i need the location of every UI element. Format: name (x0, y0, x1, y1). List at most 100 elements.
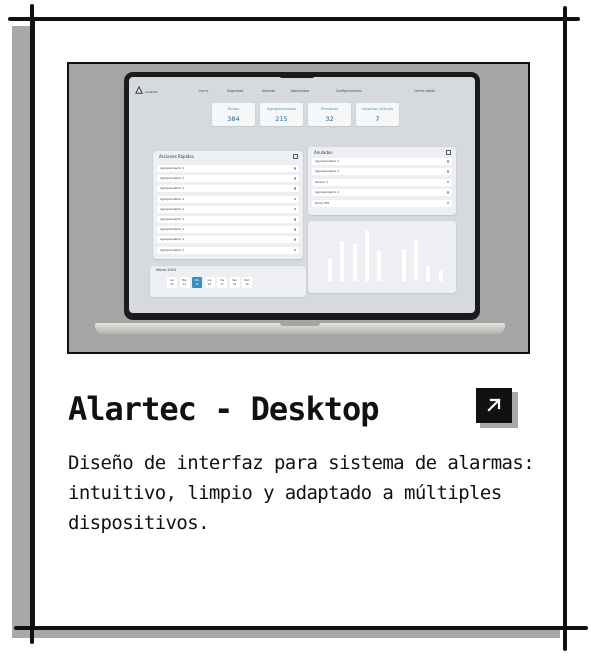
copy-icon[interactable] (446, 150, 451, 155)
dashboard-screen: ALARTEC Home Seguridad Alarmas Administr… (129, 77, 475, 313)
status-icon[interactable] (293, 207, 296, 211)
status-icon[interactable] (293, 218, 296, 221)
sketch-stroke-right (563, 6, 567, 651)
status-icon[interactable] (293, 238, 296, 241)
list-item[interactable]: Agrupamiento 1 (312, 168, 452, 176)
list-item-label: Agrupamiento 1 (160, 227, 185, 232)
nav-home[interactable]: Home (199, 89, 209, 93)
nav-seguridad[interactable]: Seguridad (227, 89, 244, 93)
nav-alarmas[interactable]: Alarmas (262, 89, 275, 93)
panel-title: Anulados (314, 150, 333, 155)
nav-configuraciones[interactable]: Configuraciones (336, 89, 362, 93)
chart-bar (364, 231, 369, 281)
list-item[interactable]: Agrupamiento 1 (312, 189, 452, 197)
list-item[interactable]: Agrupamiento 1 (157, 236, 299, 244)
day-number: 15 (195, 282, 199, 286)
chart-bar (352, 243, 357, 281)
status-icon[interactable] (446, 160, 449, 163)
stat-card-agrupamientos: Agrupamientos 215 (260, 103, 303, 126)
chart-bar (328, 258, 332, 281)
status-icon[interactable] (446, 201, 449, 205)
status-icon[interactable] (293, 177, 296, 180)
status-icon[interactable] (293, 197, 296, 201)
day-name: Lun (169, 278, 175, 282)
project-description: Diseño de interfaz para sistema de alarm… (68, 452, 535, 534)
day-number: 18 (232, 282, 237, 286)
day-number: 19 (245, 282, 249, 286)
copy-icon[interactable] (293, 154, 298, 159)
status-icon[interactable] (446, 180, 449, 184)
cancelled-panel: Anulados Agrupamiento 1 Agrupamiento 1 Sen… (308, 147, 456, 215)
laptop-base-notch (280, 323, 320, 326)
sketch-stroke-bottom (14, 626, 588, 630)
list-item-label: Agrupamiento 1 (160, 176, 185, 181)
status-icon[interactable] (293, 187, 296, 190)
list-item[interactable]: Agrupamiento 1 (157, 205, 299, 213)
list-item-label: Agrupamiento 1 (315, 190, 340, 195)
arrow-up-right-icon (487, 398, 501, 412)
status-icon[interactable] (446, 191, 449, 194)
logout-link[interactable]: Cerrar sesión (414, 89, 436, 93)
open-project-button[interactable] (476, 388, 512, 423)
list-item[interactable]: Zona 765 (312, 199, 452, 207)
list-item[interactable]: Agrupamiento 1 (157, 165, 299, 172)
day-name: Jue (207, 278, 212, 282)
day-name: Mar (182, 278, 187, 282)
sketch-stroke-top (8, 17, 580, 21)
laptop-base (95, 323, 505, 334)
sketch-stroke-left (30, 4, 34, 644)
calendar-title: Marzo 2024 (156, 268, 176, 272)
list-item[interactable]: Sensor 1 (312, 178, 452, 186)
chart-bar (389, 278, 394, 281)
stat-label: Usuarios Activos (361, 106, 394, 111)
chart-bar (414, 238, 419, 281)
list-item-label: Agrupamiento 1 (160, 186, 185, 191)
alartec-logo-icon (135, 86, 143, 94)
status-icon[interactable] (293, 228, 296, 231)
list-item-label: Agrupamiento 1 (160, 166, 185, 170)
day-number: 13 (170, 282, 174, 286)
list-item-label: Agrupamiento 1 (160, 196, 185, 201)
project-preview-image[interactable]: ALARTEC Home Seguridad Alarmas Administr… (67, 62, 530, 354)
chart-bar (401, 248, 406, 281)
chart-bar (426, 266, 431, 281)
list-item[interactable]: Agrupamiento 1 (312, 158, 452, 165)
nav-administrar[interactable]: Administrar (291, 89, 310, 93)
stat-value: 215 (275, 115, 288, 123)
list-item-label: Agrupamiento 1 (160, 217, 185, 221)
quick-actions-panel: Acciones Rápidas Agrupamiento 1 Agrupamie… (153, 151, 303, 259)
stat-value: 384 (227, 115, 240, 123)
stat-label: Sensores (320, 106, 339, 111)
day-name: Dom (244, 278, 250, 282)
panel-title: Acciones Rápidas (159, 154, 194, 159)
status-icon[interactable] (293, 248, 296, 252)
camera-notch (279, 72, 315, 78)
list-item-label: Sensor 1 (315, 179, 329, 184)
list-item[interactable]: Agrupamiento 1 (157, 175, 299, 183)
list-item[interactable]: Agrupamiento 1 (157, 226, 299, 234)
list-item-label: Agrupamiento 1 (160, 206, 185, 211)
status-icon[interactable] (446, 170, 449, 173)
day-number: 17 (220, 282, 224, 286)
day-name: Mie (194, 278, 200, 282)
laptop-screen: ALARTEC Home Seguridad Alarmas Administr… (124, 72, 480, 320)
stat-label: Zonas (227, 106, 240, 111)
stat-label: Agrupamientos (267, 106, 296, 111)
status-icon[interactable] (293, 167, 296, 170)
list-item[interactable]: Agrupamiento 1 (157, 216, 299, 223)
stat-card-sensores: Sensores 32 (308, 103, 351, 126)
list-item-label: Agrupamiento 1 (315, 169, 340, 174)
list-item[interactable]: Agrupamiento 1 (157, 195, 299, 203)
day-number: 14 (182, 282, 187, 286)
list-item[interactable]: Agrupamiento 1 (157, 185, 299, 193)
stat-value: 32 (325, 115, 334, 123)
list-item[interactable]: Agrupamiento 1 (157, 246, 299, 254)
